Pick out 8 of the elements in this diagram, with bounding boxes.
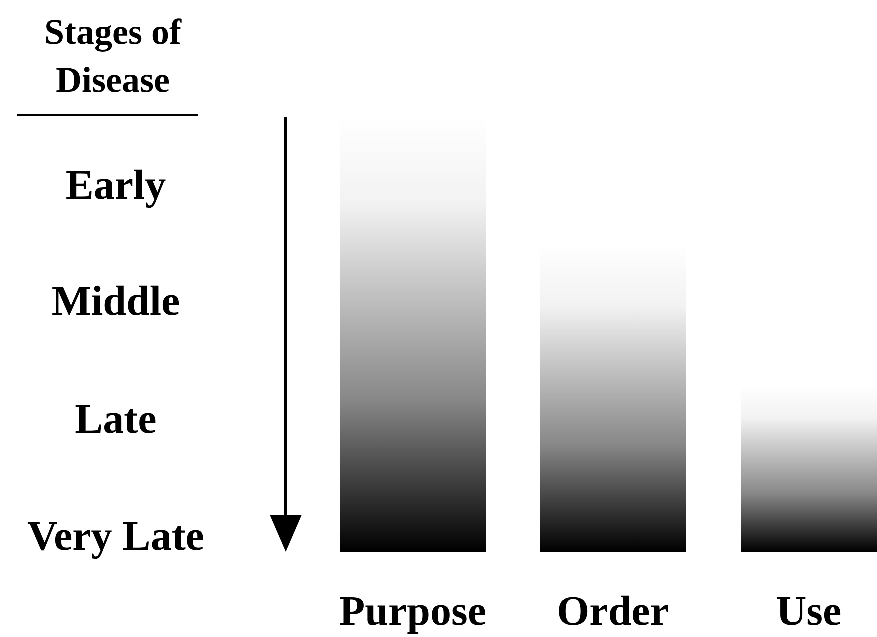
stage-label: Early (64, 162, 168, 211)
bar-label: Purpose (338, 588, 488, 637)
stage-label: Middle (50, 278, 182, 327)
title: Stages of Disease (44, 11, 183, 102)
stage-label: Late (74, 396, 158, 445)
bar-label: Order (556, 588, 670, 637)
stage-label: Very Late (26, 513, 206, 562)
bar-label: Use (775, 588, 843, 637)
